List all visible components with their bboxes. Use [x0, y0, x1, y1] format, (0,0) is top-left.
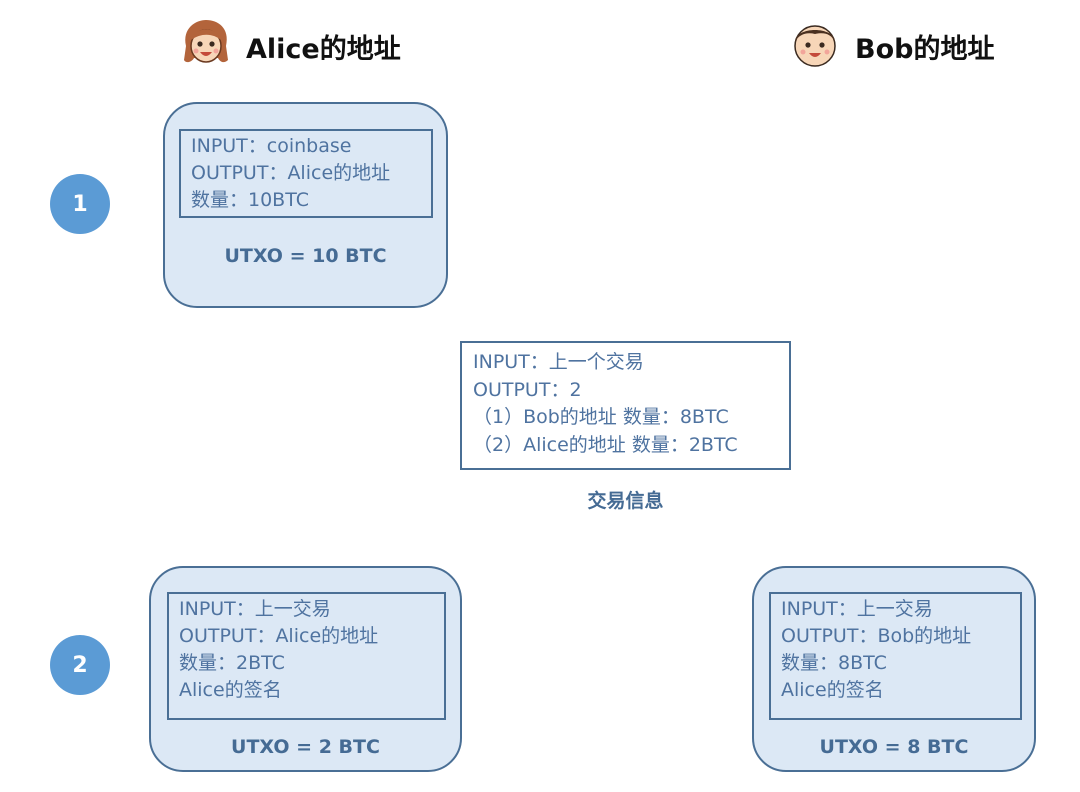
bob-avatar-icon	[794, 25, 836, 67]
step-1-badge: 1	[50, 174, 110, 234]
tx-signature-line: Alice的签名	[781, 679, 884, 701]
tx-output-item-1: （1）Bob的地址 数量：8BTC	[473, 406, 729, 428]
tx-amount-line: 数量：2BTC	[179, 652, 285, 674]
bob-address-title: Bob的地址	[855, 34, 995, 65]
utxo-value-label: UTXO = 2 BTC	[231, 736, 380, 758]
bob-utxo-card: INPUT：上一交易 OUTPUT：Bob的地址 数量：8BTC Alice的签…	[752, 566, 1036, 772]
tx-output-line: OUTPUT：Alice的地址	[179, 625, 379, 647]
step-2-badge: 2	[50, 635, 110, 695]
coinbase-utxo-card: INPUT：coinbase OUTPUT：Alice的地址 数量：10BTC …	[163, 102, 448, 308]
tx-amount-line: 数量：8BTC	[781, 652, 887, 674]
tx-output-line: OUTPUT：Bob的地址	[781, 625, 972, 647]
coinbase-tx-details: INPUT：coinbase OUTPUT：Alice的地址 数量：10BTC	[179, 129, 433, 218]
utxo-value-label: UTXO = 10 BTC	[224, 245, 387, 267]
utxo-value-label: UTXO = 8 BTC	[819, 736, 969, 758]
alice-utxo-card: INPUT：上一交易 OUTPUT：Alice的地址 数量：2BTC Alice…	[149, 566, 462, 772]
tx-input-line: INPUT：上一个交易	[473, 351, 644, 373]
alice-tx-details: INPUT：上一交易 OUTPUT：Alice的地址 数量：2BTC Alice…	[167, 592, 446, 720]
tx-amount-line: 数量：10BTC	[191, 189, 309, 211]
tx-input-line: INPUT：上一交易	[781, 598, 933, 620]
tx-input-line: INPUT：coinbase	[191, 135, 352, 157]
bob-tx-details: INPUT：上一交易 OUTPUT：Bob的地址 数量：8BTC Alice的签…	[769, 592, 1022, 720]
tx-input-line: INPUT：上一交易	[179, 598, 331, 620]
tx-signature-line: Alice的签名	[179, 679, 282, 701]
alice-avatar-icon	[184, 20, 228, 63]
transaction-info-caption: 交易信息	[587, 490, 664, 512]
tx-output-item-2: （2）Alice的地址 数量：2BTC	[473, 433, 738, 456]
transaction-info-box: INPUT：上一个交易 OUTPUT：2 （1）Bob的地址 数量：8BTC （…	[460, 341, 791, 470]
tx-output-line: OUTPUT：2	[473, 378, 582, 401]
alice-address-title: Alice的地址	[246, 34, 401, 65]
tx-output-line: OUTPUT：Alice的地址	[191, 162, 391, 184]
